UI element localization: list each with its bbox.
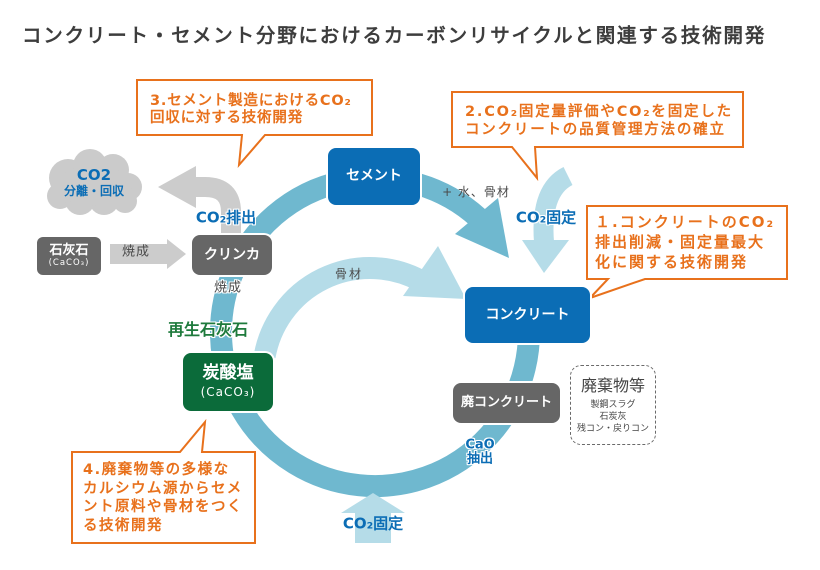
callout-3-bubble bbox=[136, 79, 373, 169]
co2-fixation-bottom-arrow bbox=[341, 493, 405, 543]
waste-materials-title: 廃棄物等 bbox=[580, 375, 645, 395]
label-aggregate: 骨材 bbox=[334, 267, 364, 282]
label-water-aggregate: + 水、骨材 bbox=[442, 185, 510, 200]
node-concrete-label: コンクリート bbox=[485, 306, 570, 323]
node-limestone-label: 石灰石 bbox=[49, 242, 89, 258]
co2-fixation-top-arrowhead bbox=[522, 240, 569, 273]
callout-line: 2.CO₂固定量評価やCO₂を固定した bbox=[465, 104, 733, 120]
callout-line: 回収に対する技術開発 bbox=[150, 110, 303, 126]
label-co2-fixation-bottom: CO₂固定 bbox=[342, 514, 404, 533]
label-recycled-limestone: 再生石灰石 bbox=[167, 319, 249, 339]
co2-fixation-top-arrow-shaft bbox=[533, 167, 574, 243]
arrowhead-to-concrete bbox=[455, 198, 509, 258]
callout-1-text: １.コンクリートのCO₂ 排出削減・固定量最大 化に関する技術開発 bbox=[595, 212, 775, 272]
co2-emission-arrowhead bbox=[158, 166, 196, 208]
node-limestone: 石灰石 (CaCO₃) bbox=[37, 237, 101, 275]
callout-2-text: 2.CO₂固定量評価やCO₂を固定した コンクリートの品質管理方法の確立 bbox=[465, 103, 733, 139]
node-cement: セメント bbox=[328, 148, 420, 205]
waste-item: 製鋼スラグ bbox=[590, 399, 636, 410]
cloud-body bbox=[56, 166, 132, 206]
label-co2-fixation-top: CO₂固定 bbox=[515, 208, 577, 227]
callout-line: １.コンクリートのCO₂ bbox=[595, 213, 776, 231]
callout-1-bubble bbox=[586, 205, 788, 299]
callout-line: コンクリートの品質管理方法の確立 bbox=[465, 122, 726, 138]
node-waste-concrete-label: 廃コンクリート bbox=[460, 394, 552, 410]
label-cao-extraction: CaO 抽出 bbox=[465, 437, 495, 468]
node-carbonate-formula: (CaCO₃) bbox=[200, 384, 256, 399]
waste-item: 残コン・戻りコン bbox=[576, 423, 649, 434]
co2-cloud-shape bbox=[47, 149, 142, 215]
callout-line: 4.廃棄物等の多様な bbox=[83, 462, 230, 478]
label-co2-emission: CO₂排出 bbox=[195, 208, 257, 227]
callout-4-text: 4.廃棄物等の多様な カルシウム源からセメ ント原料や骨材をつく る技術開発 bbox=[83, 461, 243, 536]
callout-line: ント原料や骨材をつく bbox=[83, 499, 243, 516]
label-extraction: 抽出 bbox=[466, 452, 493, 467]
node-carbonate-label: 炭酸塩 bbox=[202, 363, 254, 384]
label-calcination-loop: 焼成 bbox=[213, 280, 243, 296]
cloud-co2-text: CO2 bbox=[76, 165, 112, 184]
callout-line: 化に関する技術開発 bbox=[595, 253, 749, 271]
node-waste-concrete: 廃コンクリート bbox=[453, 383, 560, 423]
node-carbonate: 炭酸塩 (CaCO₃) bbox=[183, 353, 273, 411]
node-clinker-label: クリンカ bbox=[204, 246, 260, 263]
callout-3-text: 3.セメント製造におけるCO₂ 回収に対する技術開発 bbox=[150, 93, 352, 127]
co2-emission-arrow-shaft bbox=[192, 177, 241, 235]
aggregate-arc bbox=[253, 256, 426, 359]
co2-separation-cloud: CO2 分離・回収 bbox=[63, 165, 125, 199]
callout-line: 3.セメント製造におけるCO₂ bbox=[150, 93, 352, 109]
cloud-separation-text: 分離・回収 bbox=[63, 184, 125, 199]
waste-materials-box: 廃棄物等 製鋼スラグ 石炭灰 残コン・戻りコン bbox=[570, 365, 656, 445]
node-clinker: クリンカ bbox=[192, 235, 272, 275]
node-cement-label: セメント bbox=[346, 168, 402, 185]
node-limestone-formula: (CaCO₃) bbox=[48, 257, 90, 268]
waste-item: 石炭灰 bbox=[599, 411, 627, 422]
callout-line: る技術開発 bbox=[83, 518, 163, 535]
callout-line: カルシウム源からセメ bbox=[83, 480, 243, 497]
calcination-arrow bbox=[110, 239, 186, 269]
node-concrete: コンクリート bbox=[465, 287, 590, 343]
label-calcination-arrow: 焼成 bbox=[121, 244, 151, 260]
callout-line: 排出削減・固定量最大 bbox=[595, 233, 766, 251]
aggregate-arrowhead bbox=[403, 246, 466, 299]
callout-4-bubble bbox=[71, 418, 256, 544]
page-title: コンクリート・セメント分野におけるカーボンリサイクルと関連する技術開発 bbox=[22, 24, 767, 47]
label-cao: CaO bbox=[465, 437, 495, 453]
callout-2-bubble bbox=[451, 91, 744, 182]
